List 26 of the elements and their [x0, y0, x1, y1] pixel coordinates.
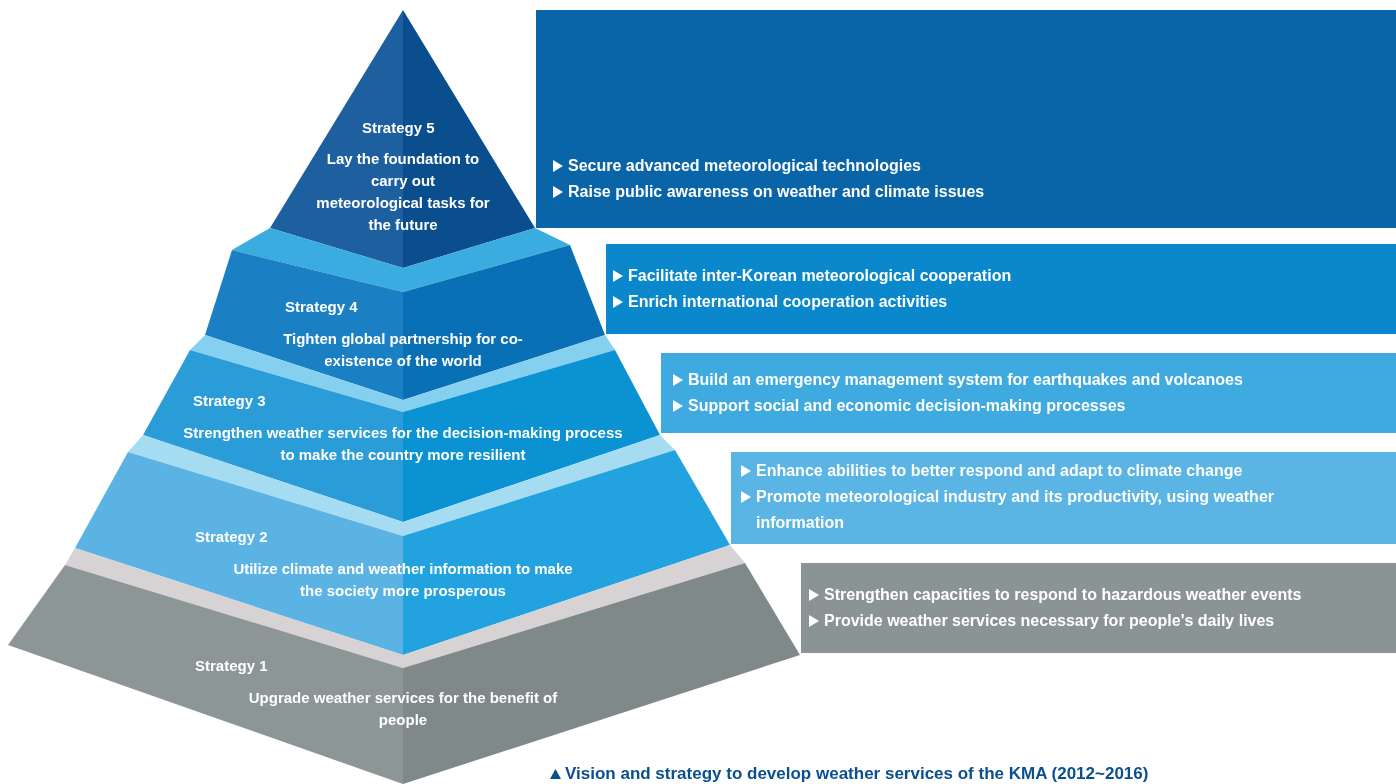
bullet-text: Provide weather services necessary for people's daily lives — [824, 611, 1275, 631]
strategy-heading: Strategy 4 — [285, 297, 358, 317]
bullet-text: Facilitate inter-Korean meteorological cooperation — [628, 266, 1012, 286]
strategy-band — [536, 10, 1396, 228]
strategy-description: Utilize climate and weather information to make the society more prosperous — [232, 559, 574, 601]
bullet-text: Promote meteorological industry and its productivity, using weather information — [756, 487, 1275, 533]
bullet-text: Enrich international cooperation activities — [628, 292, 948, 312]
bullet-text: Build an emergency management system for earthquakes and volcanoes — [688, 370, 1243, 390]
strategy-heading: Strategy 3 — [193, 391, 266, 411]
strategy-description: Upgrade weather services for the benefit of people — [247, 688, 559, 730]
bullet-text: Strengthen capacities to respond to hazardous weather events — [824, 585, 1302, 605]
strategy-band — [731, 452, 1396, 544]
bullet-text: Support social and economic decision-making processes — [688, 396, 1126, 416]
bullet-text: Raise public awareness on weather and climate issues — [568, 182, 985, 202]
strategy-description: Tighten global partnership for co-existence of the world — [282, 329, 524, 371]
strategy-heading: Strategy 5 — [362, 118, 435, 138]
bullet-text: Secure advanced meteorological technologies — [568, 156, 921, 176]
strategy-band — [606, 244, 1396, 334]
strategy-heading: Strategy 1 — [195, 656, 268, 676]
caption: Vision and strategy to develop weather services of the KMA (2012~2016) — [565, 764, 1149, 784]
strategy-band — [661, 353, 1396, 433]
strategy-band — [801, 563, 1396, 653]
strategy-heading: Strategy 2 — [195, 527, 268, 547]
bullet-text: Enhance abilities to better respond and adapt to climate change — [756, 461, 1243, 481]
strategy-description: Strengthen weather services for the decision-making process to make the country more resilient — [183, 423, 623, 465]
strategy-description: Lay the foundation to carry out meteorological tasks for the future — [315, 149, 491, 235]
